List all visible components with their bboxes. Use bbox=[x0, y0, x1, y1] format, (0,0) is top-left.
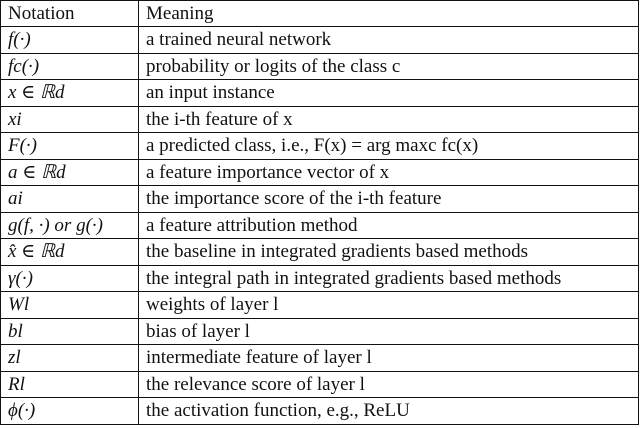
table-row: Rl the relevance score of layer l bbox=[0, 370, 639, 398]
meaning-cell: a feature attribution method bbox=[138, 211, 639, 239]
notation-cell: Wl bbox=[0, 291, 139, 319]
table-row: xi the i-th feature of x bbox=[0, 105, 639, 133]
notation-cell: Rl bbox=[0, 370, 139, 398]
notation-cell: fc(·) bbox=[0, 52, 139, 80]
meaning-cell: a feature importance vector of x bbox=[138, 158, 639, 186]
table-header-row: Notation Meaning bbox=[0, 0, 639, 27]
header-meaning: Meaning bbox=[138, 0, 639, 27]
header-notation: Notation bbox=[0, 0, 139, 27]
meaning-cell: weights of layer l bbox=[138, 291, 639, 319]
table-row: F(·) a predicted class, i.e., F(x) = arg… bbox=[0, 132, 639, 160]
notation-cell: F(·) bbox=[0, 132, 139, 160]
notation-cell: xi bbox=[0, 105, 139, 133]
meaning-cell: intermediate feature of layer l bbox=[138, 344, 639, 372]
notation-cell: f(·) bbox=[0, 26, 139, 54]
meaning-cell: the baseline in integrated gradients bas… bbox=[138, 238, 639, 266]
table-row: zl intermediate feature of layer l bbox=[0, 344, 639, 372]
notation-cell: x ∈ ℝd bbox=[0, 79, 139, 107]
meaning-cell: the importance score of the i-th feature bbox=[138, 185, 639, 213]
table-row: bl bias of layer l bbox=[0, 317, 639, 345]
notation-cell: a ∈ ℝd bbox=[0, 158, 139, 186]
table-row: Wl weights of layer l bbox=[0, 291, 639, 319]
table-row: ai the importance score of the i-th feat… bbox=[0, 185, 639, 213]
notation-cell: ϕ(·) bbox=[0, 397, 139, 425]
meaning-cell: the relevance score of layer l bbox=[138, 370, 639, 398]
meaning-cell: a predicted class, i.e., F(x) = arg maxc… bbox=[138, 132, 639, 160]
notation-cell: γ(·) bbox=[0, 264, 139, 292]
table-row: fc(·) probability or logits of the class… bbox=[0, 52, 639, 80]
meaning-cell: the i-th feature of x bbox=[138, 105, 639, 133]
notation-cell: g(f, ·) or g(·) bbox=[0, 211, 139, 239]
table-row: f(·) a trained neural network bbox=[0, 26, 639, 54]
notation-cell: x̂ ∈ ℝd bbox=[0, 238, 139, 266]
table-row: a ∈ ℝd a feature importance vector of x bbox=[0, 158, 639, 186]
meaning-cell: bias of layer l bbox=[138, 317, 639, 345]
table-row: ϕ(·) the activation function, e.g., ReLU bbox=[0, 397, 639, 425]
table-row: x ∈ ℝd an input instance bbox=[0, 79, 639, 107]
table-row: g(f, ·) or g(·) a feature attribution me… bbox=[0, 211, 639, 239]
notation-cell: ai bbox=[0, 185, 139, 213]
meaning-cell: the activation function, e.g., ReLU bbox=[138, 397, 639, 425]
meaning-cell: a trained neural network bbox=[138, 26, 639, 54]
table-row: x̂ ∈ ℝd the baseline in integrated gradi… bbox=[0, 238, 639, 266]
meaning-cell: the integral path in integrated gradient… bbox=[138, 264, 639, 292]
meaning-cell: probability or logits of the class c bbox=[138, 52, 639, 80]
notation-cell: bl bbox=[0, 317, 139, 345]
meaning-cell: an input instance bbox=[138, 79, 639, 107]
notation-cell: zl bbox=[0, 344, 139, 372]
table-row: γ(·) the integral path in integrated gra… bbox=[0, 264, 639, 292]
